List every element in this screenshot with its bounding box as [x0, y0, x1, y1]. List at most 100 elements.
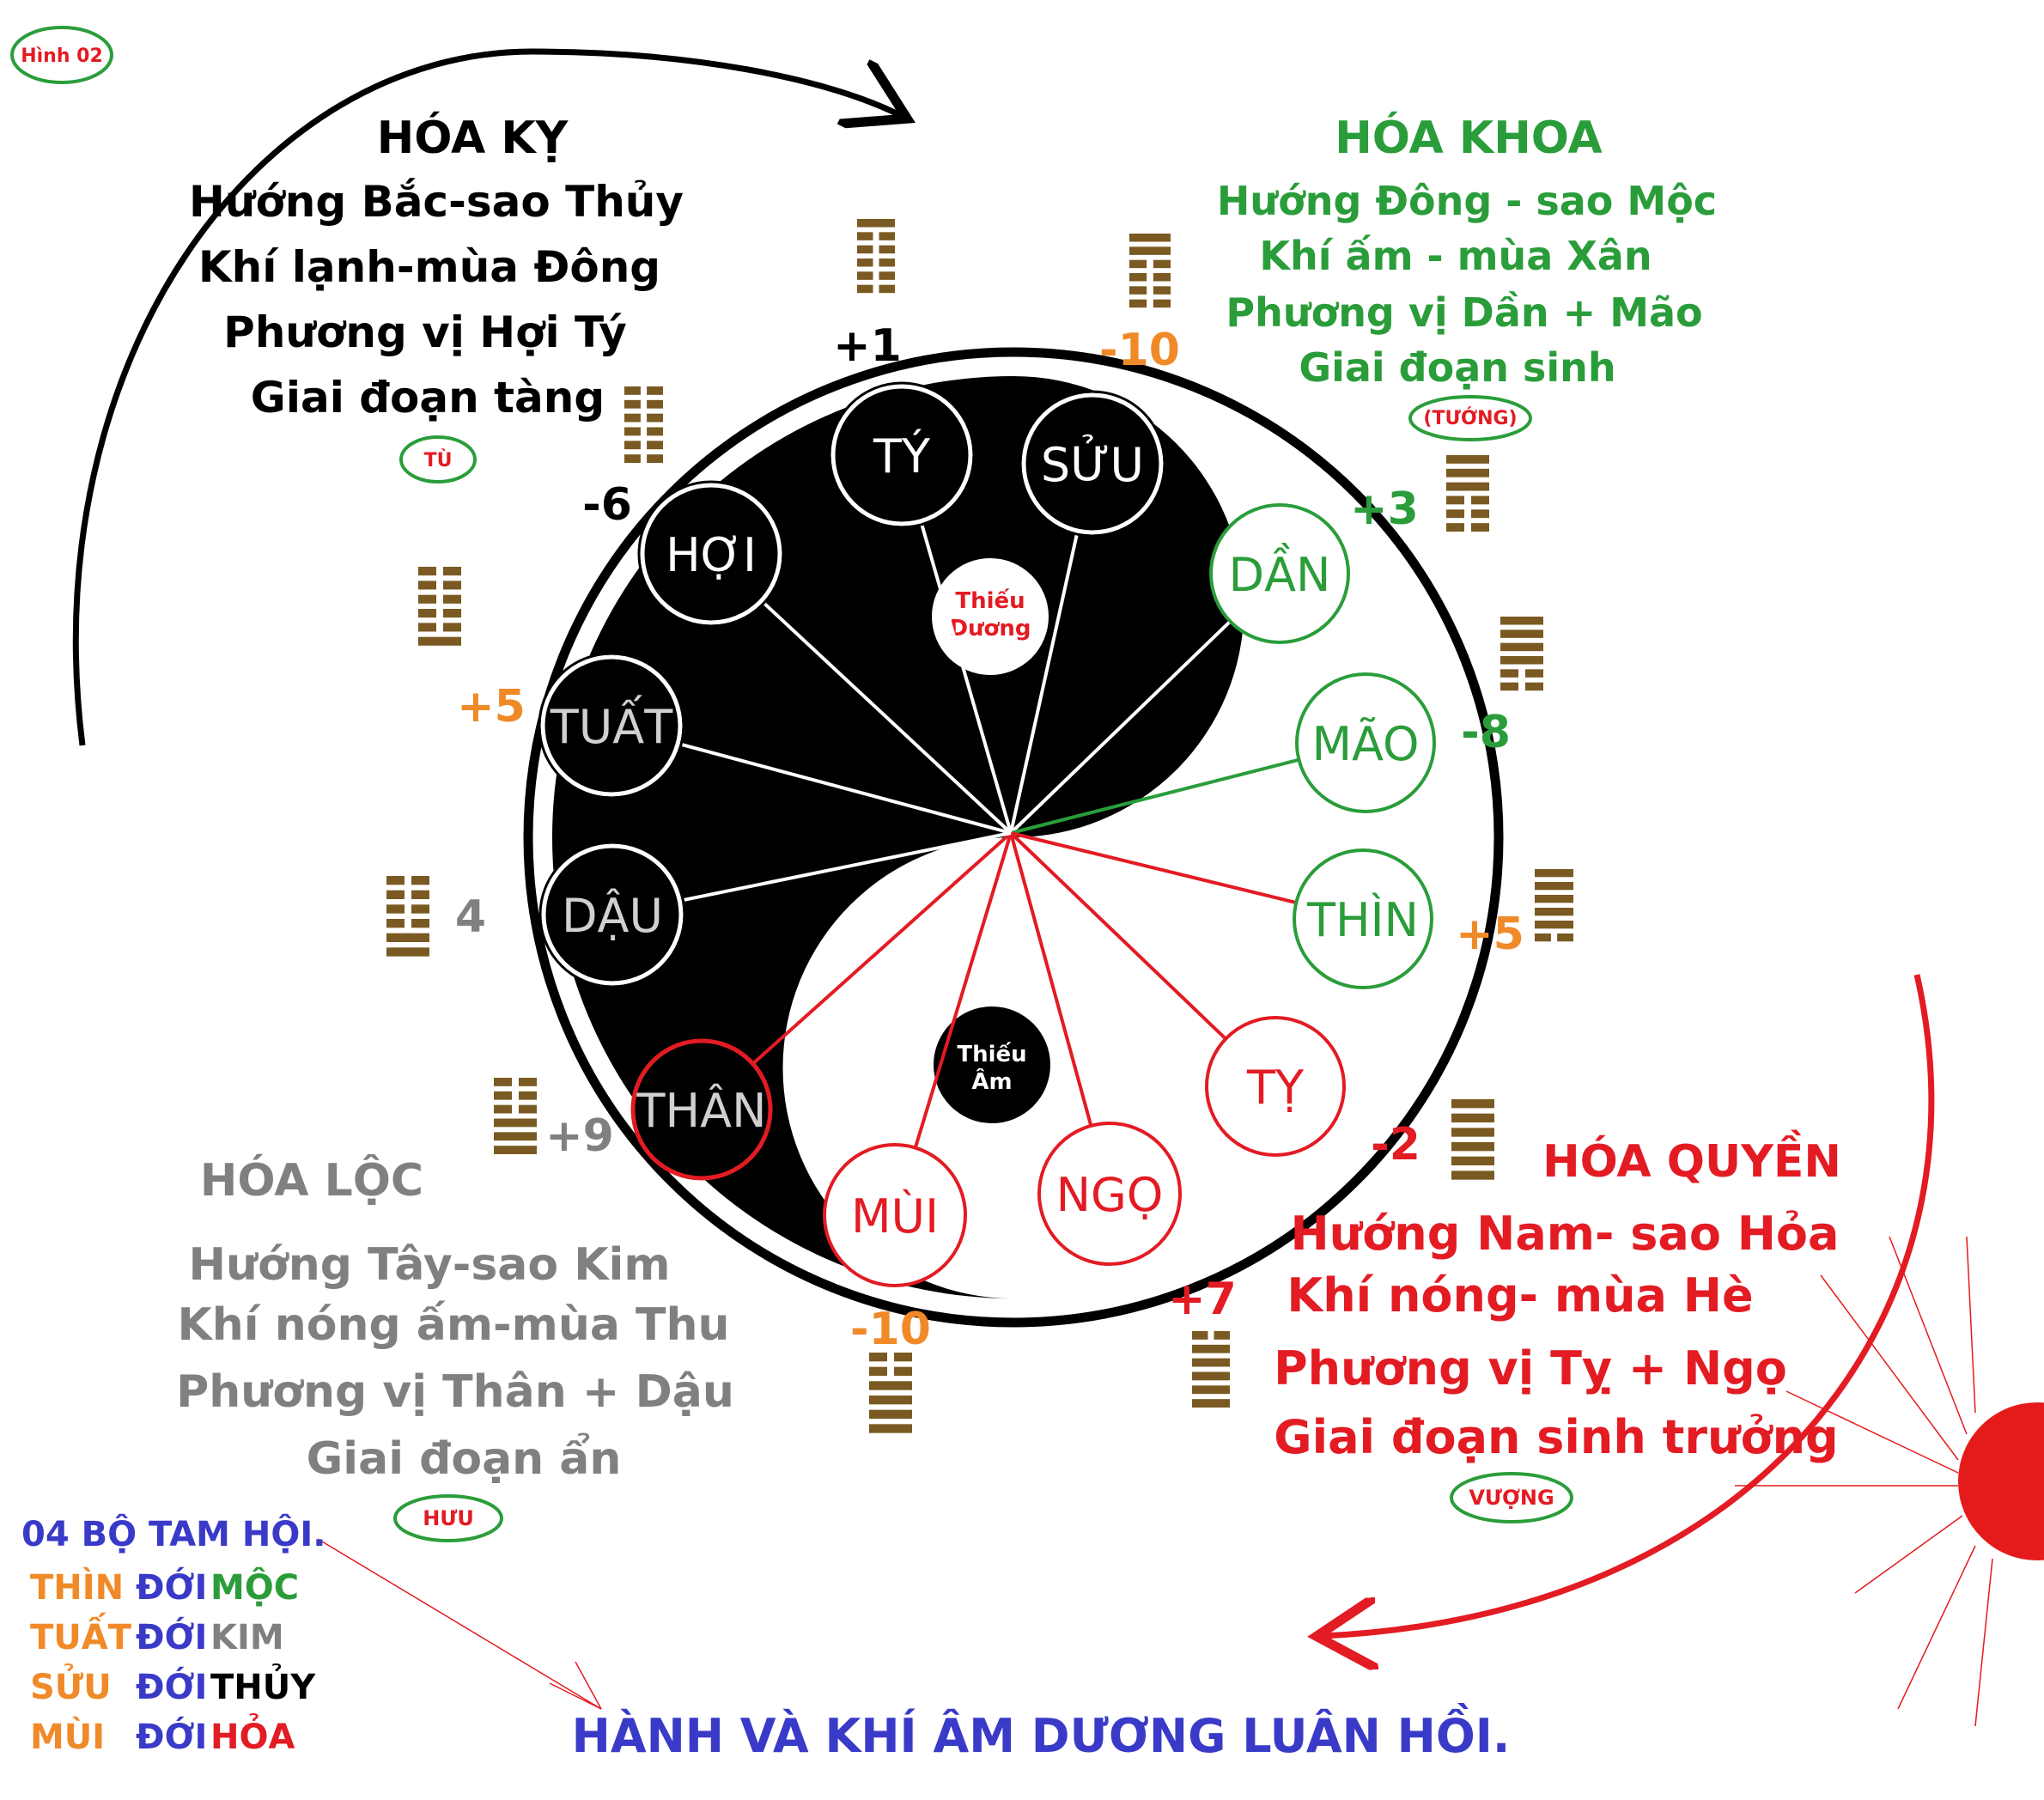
number-ty: +1: [833, 320, 902, 372]
spoke-mui: [913, 832, 1013, 1149]
hoa-loc-title: HÓA LỘC: [200, 1153, 423, 1207]
branch-circle-mao: [1295, 672, 1436, 813]
hoa-khoa-badge: (TƯỚNG): [1408, 395, 1532, 441]
cycle-arrow-red: [1323, 974, 1935, 1636]
thieu-am-line2: Âm: [971, 1067, 1012, 1095]
number-ngo: +7: [1168, 1274, 1237, 1325]
hexagram-icon-dan: [1446, 455, 1489, 532]
branch-ring-hoi: [637, 480, 785, 628]
footer-title: HÀNH VÀ KHÍ ÂM DƯƠNG LUÂN HỒI.: [572, 1704, 1511, 1763]
hexagram-icon-ti: [1451, 1099, 1494, 1180]
tam-hoi-branch: MÙI: [30, 1716, 105, 1757]
spoke-ngo: [1009, 832, 1093, 1127]
spoke-suu: [1009, 530, 1080, 834]
figure-label: Hình 02: [10, 26, 113, 84]
branch-circle-ty: [830, 384, 973, 526]
number-mui: -10: [850, 1304, 931, 1355]
hoa-ky-title: HÓA KỴ: [377, 111, 569, 164]
number-hoi: -6: [582, 479, 632, 531]
branch-label-tuat: TUẤT: [550, 696, 673, 754]
number-dau: 4: [455, 891, 486, 943]
quadrant-hoa-loc: HÓA LỘC Hướng Tây-sao Kim Khí nóng ấm-mù…: [176, 1153, 734, 1485]
tam-hoi-element: KIM: [210, 1618, 284, 1657]
hexagram-icons: [386, 219, 1573, 1433]
branch-circle-tuat: [540, 654, 683, 797]
hoa-loc-badge-text: HƯU: [423, 1506, 474, 1530]
hoa-khoa-line-1: Hướng Đông - sao Mộc: [1217, 178, 1717, 224]
number-ti: -2: [1371, 1119, 1420, 1171]
spoke-thin: [1010, 831, 1297, 904]
spoke-hoi: [760, 599, 1013, 835]
branch-label-ti: TỴ: [1246, 1061, 1305, 1115]
branch-circle-thin: [1293, 848, 1433, 989]
spoke-dau: [678, 831, 1012, 903]
branch-circle-ti: [1205, 1016, 1346, 1157]
hoa-khoa-line-2: Khí ấm - mùa Xân: [1259, 233, 1652, 279]
hoa-quyen-line-1: Hướng Nam- sao Hỏa: [1291, 1207, 1840, 1261]
sun-icon: [1735, 1236, 2044, 1727]
hoa-loc-line-3: Phương vị Thân + Dậu: [176, 1366, 734, 1418]
tam-hoi-doi: ĐỚI: [136, 1616, 207, 1657]
spoke-than: [751, 831, 1013, 1066]
hoa-loc-badge: HƯU: [393, 1494, 503, 1542]
tam-hoi-heading: 04 BỘ TAM HỘI.: [21, 1513, 325, 1554]
branch-label-mao: MÃO: [1311, 717, 1419, 771]
pointer-head: [549, 1661, 602, 1710]
hoa-quyen-line-4: Giai đoạn sinh trưởng: [1274, 1410, 1838, 1464]
hoa-ky-line-2: Khí lạnh-mùa Đông: [198, 242, 660, 292]
branch-ring-dau: [538, 841, 686, 988]
hexagram-icon-hoi: [624, 386, 663, 463]
thieu-duong-line2: Dương: [949, 616, 1031, 642]
tam-hoi-branch: SỬU: [30, 1662, 112, 1707]
branch-label-than: THÂN: [636, 1084, 767, 1138]
hexagram-icon-mao: [1500, 617, 1543, 691]
tam-hoi-doi: ĐỚI: [136, 1716, 207, 1757]
hexagram-icon-than: [494, 1078, 537, 1154]
hoa-ky-badge-text: TÙ: [424, 449, 453, 471]
spoke-dan: [1009, 620, 1232, 835]
branch-ring-tuat: [538, 652, 685, 800]
branch-circle-than: [630, 1038, 773, 1181]
hoa-quyen-line-2: Khí nóng- mùa Hè: [1287, 1268, 1753, 1323]
hoa-quyen-badge-text: VƯỢNG: [1469, 1486, 1554, 1510]
hoa-ky-line-1: Hướng Bắc-sao Thủy: [189, 177, 684, 227]
hoa-loc-line-2: Khí nóng ấm-mùa Thu: [177, 1299, 729, 1351]
branch-label-dan: DẦN: [1229, 544, 1331, 602]
hexagram-icon-ty: [857, 219, 895, 294]
spoke-tuat: [677, 741, 1012, 835]
tam-hoi-doi: ĐỚI: [136, 1566, 207, 1608]
hexagram-icon-thin: [1535, 869, 1573, 942]
branch-circle-mui: [823, 1143, 967, 1287]
branch-label-suu: SỬU: [1041, 435, 1144, 492]
branch-ring-suu: [1019, 390, 1166, 538]
figure-label-text: Hình 02: [21, 46, 103, 67]
tam-hoi-branch: TUẤT: [30, 1611, 132, 1657]
number-dan: +3: [1350, 483, 1419, 535]
number-suu: -10: [1099, 325, 1180, 376]
hoa-loc-line-4: Giai đoạn ẩn: [307, 1432, 622, 1485]
hexagram-icon-ngo: [1192, 1331, 1230, 1408]
branch-label-hoi: HỢI: [666, 528, 757, 582]
branch-circle-ngo: [1037, 1122, 1182, 1266]
hoa-ky-line-4: Giai đoạn tàng: [251, 373, 605, 423]
hoa-quyen-title: HÓA QUYỀN: [1542, 1129, 1841, 1188]
branch-circle-hoi: [640, 483, 782, 625]
thieu-am-line1: Thiếu: [957, 1041, 1026, 1067]
hoa-khoa-title: HÓA KHOA: [1335, 111, 1603, 164]
number-tuat: +5: [457, 681, 526, 733]
branch-circle-suu: [1021, 392, 1164, 535]
thieu-duong-dot: [932, 558, 1049, 675]
hoa-loc-line-1: Hướng Tây-sao Kim: [188, 1239, 670, 1291]
hexagram-icon-mui: [869, 1353, 912, 1433]
spoke-ty: [919, 520, 1013, 834]
hoa-ky-badge: TÙ: [399, 435, 477, 483]
hexagram-icon-dau: [386, 876, 429, 957]
number-thin: +5: [1456, 909, 1524, 960]
hoa-khoa-badge-text: (TƯỚNG): [1423, 407, 1517, 429]
